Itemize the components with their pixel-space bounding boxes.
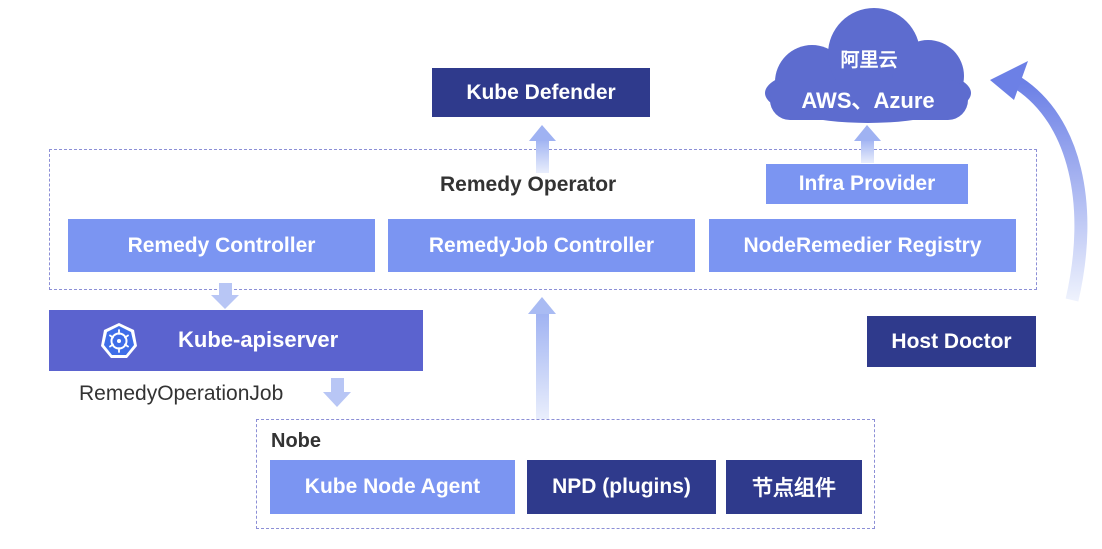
node-container	[256, 419, 875, 529]
arrow-node-to-remedyjob	[528, 297, 556, 419]
kube-node-agent-label: Kube Node Agent	[304, 475, 481, 498]
node-components-box[interactable]: 节点组件	[726, 460, 862, 514]
remedyjob-controller-label: RemedyJob Controller	[428, 233, 655, 257]
infra-provider-box[interactable]: Infra Provider	[766, 164, 968, 204]
npd-plugins-box[interactable]: NPD (plugins)	[527, 460, 716, 514]
noderemedier-registry-box[interactable]: NodeRemedier Registry	[709, 219, 1016, 272]
remedy-controller-box[interactable]: Remedy Controller	[68, 219, 375, 272]
arrow-job-to-node	[323, 378, 351, 407]
host-doctor-label: Host Doctor	[891, 329, 1012, 353]
node-title: Nobe	[271, 430, 321, 452]
kube-apiserver-label: Kube-apiserver	[178, 327, 339, 352]
remedy-controller-label: Remedy Controller	[127, 233, 316, 257]
kube-apiserver-box[interactable]: Kube-apiserver	[49, 310, 423, 371]
node-components-label: 节点组件	[752, 477, 836, 500]
cloud-label-aliyun: 阿里云	[840, 50, 898, 71]
kube-defender-label: Kube Defender	[466, 80, 616, 104]
kubernetes-icon	[99, 321, 139, 361]
kube-node-agent-box[interactable]: Kube Node Agent	[270, 460, 515, 514]
remedyjob-controller-box[interactable]: RemedyJob Controller	[388, 219, 695, 272]
remedy-operator-title: Remedy Operator	[440, 173, 617, 196]
cloud-label-providers: AWS、Azure	[801, 88, 935, 113]
noderemedier-registry-label: NodeRemedier Registry	[743, 233, 982, 257]
host-doctor-box[interactable]: Host Doctor	[867, 316, 1036, 367]
remedy-operation-job-label: RemedyOperationJob	[79, 382, 284, 405]
npd-plugins-label: NPD (plugins)	[552, 475, 691, 498]
infra-provider-label: Infra Provider	[798, 172, 936, 195]
kube-defender-box[interactable]: Kube Defender	[432, 68, 650, 117]
